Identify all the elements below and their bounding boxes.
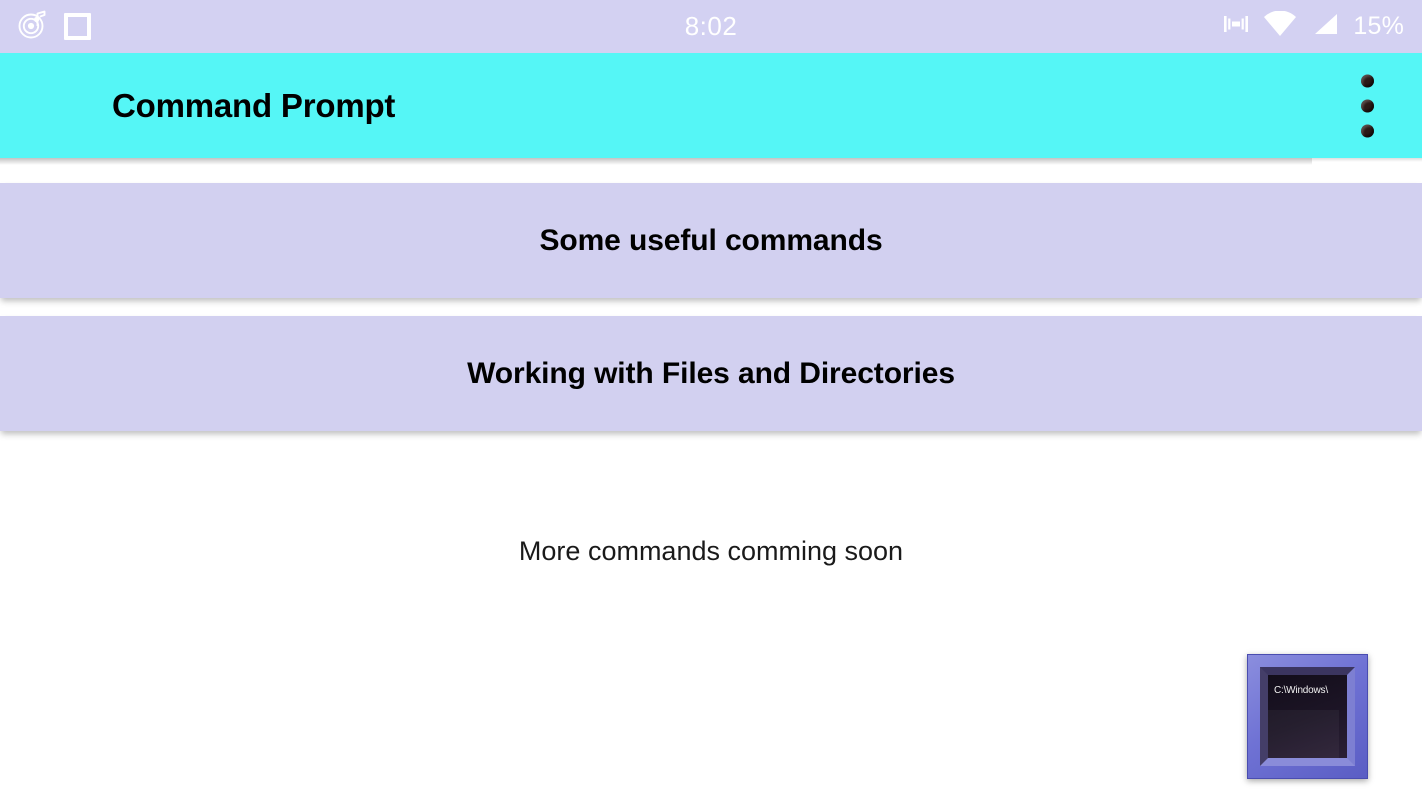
page-title: Command Prompt bbox=[112, 86, 396, 124]
command-category-list: Some useful commands Working with Files … bbox=[0, 165, 1422, 431]
music-disc-icon bbox=[18, 9, 48, 44]
command-prompt-icon[interactable]: C:\Windows\ bbox=[1247, 654, 1368, 779]
vibrate-icon bbox=[1223, 11, 1249, 42]
status-bar-left-icons bbox=[18, 9, 318, 44]
overflow-dot-2 bbox=[1361, 99, 1374, 112]
app-bar: Command Prompt bbox=[0, 53, 1422, 158]
overflow-dot-3 bbox=[1361, 124, 1374, 137]
cell-signal-icon bbox=[1311, 11, 1339, 42]
wifi-icon bbox=[1263, 10, 1297, 42]
command-prompt-icon-screen bbox=[1268, 675, 1347, 758]
command-prompt-icon-screen-lower bbox=[1268, 709, 1339, 758]
card-label: Some useful commands bbox=[539, 223, 883, 257]
main-content: Some useful commands Working with Files … bbox=[0, 165, 1422, 800]
footer-note: More commands comming soon bbox=[518, 536, 904, 566]
app-bar-shadow-edge bbox=[1312, 158, 1422, 162]
card-some-useful-commands[interactable]: Some useful commands bbox=[0, 183, 1422, 298]
overflow-menu-button[interactable] bbox=[1357, 70, 1378, 141]
command-prompt-icon-bevel: C:\Windows\ bbox=[1260, 667, 1355, 766]
card-working-with-files-and-directories[interactable]: Working with Files and Directories bbox=[0, 316, 1422, 431]
battery-percentage: 15% bbox=[1353, 12, 1404, 40]
overflow-dot-1 bbox=[1361, 74, 1374, 87]
command-prompt-icon-path-text: C:\Windows\ bbox=[1274, 685, 1328, 696]
status-bar-clock: 8:02 bbox=[684, 11, 738, 41]
card-label: Working with Files and Directories bbox=[467, 356, 955, 390]
app-bar-shadow bbox=[0, 158, 1312, 165]
status-bar: 8:02 15% bbox=[0, 0, 1422, 53]
square-overlay-icon bbox=[64, 13, 91, 40]
status-bar-right-icons: 15% bbox=[1104, 10, 1404, 42]
